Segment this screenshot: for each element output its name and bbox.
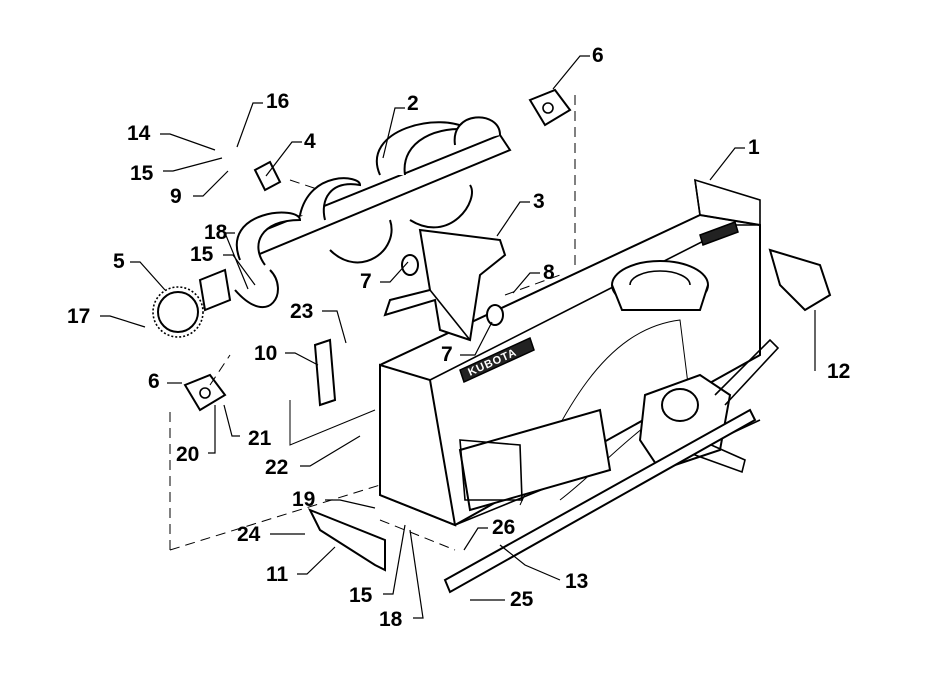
callout-19: 19: [292, 488, 315, 511]
skid-shoe: [307, 508, 386, 572]
callout-18-bottom: 18: [379, 608, 403, 631]
impeller: [383, 228, 507, 342]
callout-6-bottom: 6: [148, 370, 160, 393]
callout-7-lower: 7: [441, 343, 453, 366]
callout-20: 20: [176, 443, 199, 466]
scraper-bar: [443, 408, 757, 594]
callout-8: 8: [543, 261, 555, 284]
callout-10: 10: [254, 342, 277, 365]
mount-frame: [458, 408, 612, 512]
leader-lines: [100, 55, 816, 619]
callout-21: 21: [248, 427, 272, 450]
callout-5: 5: [113, 250, 125, 273]
callout-16: 16: [266, 90, 289, 113]
callout-9: 9: [170, 185, 182, 208]
callout-14: 14: [127, 122, 151, 145]
callout-18-top: 18: [204, 221, 228, 244]
callout-25: 25: [510, 588, 534, 611]
auger-assembly: [234, 116, 512, 309]
callout-13: 13: [565, 570, 588, 593]
callout-7-upper: 7: [360, 270, 372, 293]
callout-2: 2: [407, 92, 419, 115]
callout-1: 1: [748, 136, 760, 159]
callout-15-bottom: 15: [349, 584, 373, 607]
callout-11: 11: [266, 563, 289, 586]
callout-22: 22: [265, 456, 288, 479]
callout-17: 17: [67, 305, 90, 328]
callout-26: 26: [492, 516, 515, 539]
callout-23: 23: [290, 300, 313, 323]
callout-12: 12: [827, 360, 850, 383]
exploded-view-lines: [169, 95, 576, 551]
chute-base: [611, 260, 709, 311]
callout-labels: 1 2 3 4 5 6 6 7 7 8 9 10 12 13 14 15 15 …: [67, 44, 850, 631]
callout-3: 3: [533, 190, 545, 213]
callout-4: 4: [304, 130, 316, 153]
callout-15-mid: 15: [190, 243, 214, 266]
callout-6-top: 6: [592, 44, 604, 67]
brackets: [313, 248, 832, 407]
callout-15-top: 15: [130, 162, 154, 185]
small-parts: [152, 88, 572, 412]
callout-24: 24: [237, 523, 261, 546]
